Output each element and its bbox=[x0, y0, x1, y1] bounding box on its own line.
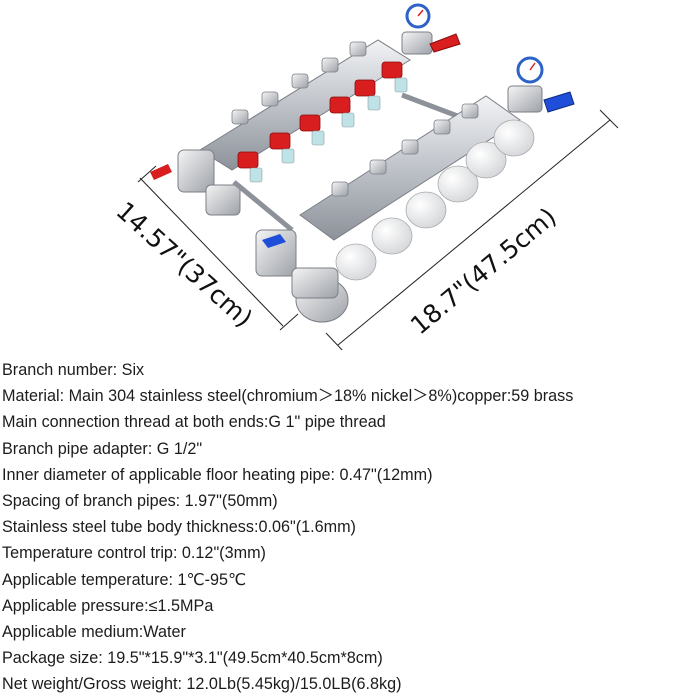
spec-applicable-medium: Applicable medium:Water bbox=[2, 622, 186, 641]
return-manifold bbox=[255, 56, 575, 323]
spec-connection-thread: Main connection thread at both ends:G 1"… bbox=[2, 413, 386, 432]
spec-weight: Net weight/Gross weight: 12.0Lb(5.45kg)/… bbox=[2, 675, 402, 694]
product-image: 14.57"(37cm) 18.7"(47.5cm) bbox=[111, 3, 619, 353]
spec-package-size: Package size: 19.5"*15.9"*3.1"(49.5cm*40… bbox=[2, 649, 383, 668]
supply-manifold bbox=[150, 3, 461, 216]
spec-material: Material: Main 304 stainless steel(chrom… bbox=[2, 387, 574, 406]
spec-applicable-temperature: Applicable temperature: 1℃-95℃ bbox=[2, 570, 247, 589]
manifold-illustration bbox=[137, 3, 619, 353]
width-dimension-line bbox=[139, 177, 284, 327]
spec-applicable-pressure: Applicable pressure:≤1.5MPa bbox=[2, 596, 214, 615]
spec-tube-thickness: Stainless steel tube body thickness:0.06… bbox=[2, 518, 356, 537]
spec-branch-number: Branch number: Six bbox=[2, 361, 145, 379]
spec-branch-adapter: Branch pipe adapter: G 1/2" bbox=[2, 439, 203, 458]
spec-branch-spacing: Spacing of branch pipes: 1.97"(50mm) bbox=[2, 491, 278, 510]
spec-pipe-inner-diameter: Inner diameter of applicable floor heati… bbox=[2, 465, 433, 484]
length-dimension-line bbox=[337, 119, 611, 346]
spec-list: Branch number: Six Material: Main 304 st… bbox=[2, 357, 679, 697]
spec-temperature-trip: Temperature control trip: 0.12"(3mm) bbox=[2, 544, 266, 563]
